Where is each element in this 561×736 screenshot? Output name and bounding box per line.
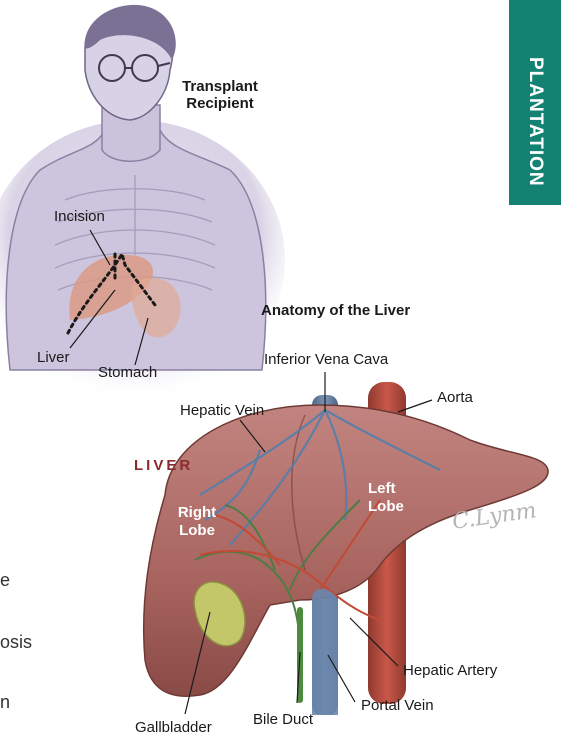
left-lobe-line2: Lobe (368, 498, 404, 516)
portal-vein-label: Portal Vein (361, 697, 434, 714)
liver-heading: LIVER (134, 457, 193, 474)
transplant-recipient-line1: Transplant (170, 78, 270, 95)
section-tab: PLANTATION (509, 0, 561, 205)
left-lobe-line1: Left (368, 480, 404, 498)
bile-duct-label: Bile Duct (253, 711, 313, 728)
recipient-figure (0, 5, 285, 400)
incision-label: Incision (54, 208, 105, 225)
right-lobe-line2: Lobe (172, 522, 222, 540)
inferior-vena-cava-label: Inferior Vena Cava (264, 351, 388, 368)
transplant-recipient-line2: Recipient (170, 95, 270, 112)
transplant-recipient-label: Transplant Recipient (170, 78, 270, 112)
cut-text-fragment-1: e (0, 570, 10, 591)
hepatic-vein-label: Hepatic Vein (180, 402, 264, 419)
hepatic-artery-label: Hepatic Artery (403, 662, 497, 679)
cut-text-fragment-2: osis (0, 632, 32, 653)
right-lobe-label: Right Lobe (172, 504, 222, 540)
anatomy-title: Anatomy of the Liver (261, 302, 410, 319)
stomach-label: Stomach (98, 364, 157, 381)
section-tab-label: PLANTATION (509, 0, 561, 205)
cut-text-fragment-3: n (0, 692, 10, 713)
aorta-label: Aorta (437, 389, 473, 406)
left-lobe-label: Left Lobe (368, 480, 404, 516)
gallbladder-label: Gallbladder (135, 719, 212, 736)
right-lobe-line1: Right (172, 504, 222, 522)
liver-small-label: Liver (37, 349, 70, 366)
